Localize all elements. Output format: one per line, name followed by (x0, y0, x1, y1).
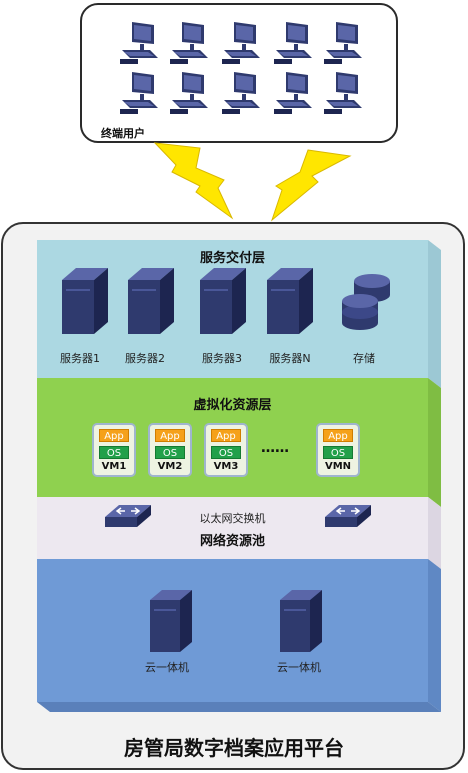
storage-label: 存储 (353, 352, 375, 365)
server-tower-icon (280, 590, 322, 652)
vm-name: VM3 (213, 461, 239, 472)
cloud-appliance-2-label: 云一体机 (277, 661, 321, 674)
network-switch-icon (325, 505, 371, 527)
server-2-label: 服务器2 (125, 352, 165, 365)
infrastructure-layer: 云一体机 云一体机 (37, 559, 428, 702)
app-badge: App (323, 429, 353, 442)
lightning-bolt-icon (270, 149, 352, 222)
vm-name: VM1 (101, 461, 127, 472)
app-badge: App (211, 429, 241, 442)
network-pool-title: 网络资源池 (199, 534, 265, 549)
cloud-appliance-1-label: 云一体机 (145, 661, 189, 674)
virtualization-title: 虚拟化资源层 (193, 398, 272, 413)
server-3-label: 服务器3 (202, 352, 242, 365)
server-tower-icon (150, 590, 192, 652)
os-badge: OS (155, 446, 185, 459)
os-badge: OS (211, 446, 241, 459)
app-badge: App (155, 429, 185, 442)
desktop-computer-icon (274, 72, 312, 114)
server-icon (200, 268, 246, 334)
desktop-computer-icon (274, 22, 312, 64)
storage-disks-icon (342, 274, 390, 330)
vm-name: VMN (324, 461, 352, 472)
terminal-users-label: 终端用户 (101, 127, 145, 140)
desktop-computer-icon (170, 22, 208, 64)
server-icon (267, 268, 313, 334)
server-icon (128, 268, 174, 334)
lightning-bolt-icon (153, 142, 234, 220)
os-badge: OS (99, 446, 129, 459)
app-badge: App (99, 429, 129, 442)
server-n-label: 服务器N (269, 352, 311, 365)
desktop-computer-icon (222, 72, 260, 114)
desktop-computer-icon (170, 72, 208, 114)
ethernet-switch-label: 以太网交换机 (199, 512, 266, 525)
desktop-computer-icon (324, 72, 362, 114)
server-icon (62, 268, 108, 334)
server-1-label: 服务器1 (60, 352, 100, 365)
service-delivery-title: 服务交付层 (199, 251, 265, 266)
desktop-computer-icon (120, 72, 158, 114)
desktop-computer-icon (324, 22, 362, 64)
vm-ellipsis: …… (261, 440, 289, 456)
vm-name: VM2 (157, 461, 183, 472)
desktop-computer-icon (120, 22, 158, 64)
os-badge: OS (323, 446, 353, 459)
network-switch-icon (105, 505, 151, 527)
desktop-computer-icon (222, 22, 260, 64)
platform-title: 房管局数字档案应用平台 (124, 736, 344, 760)
